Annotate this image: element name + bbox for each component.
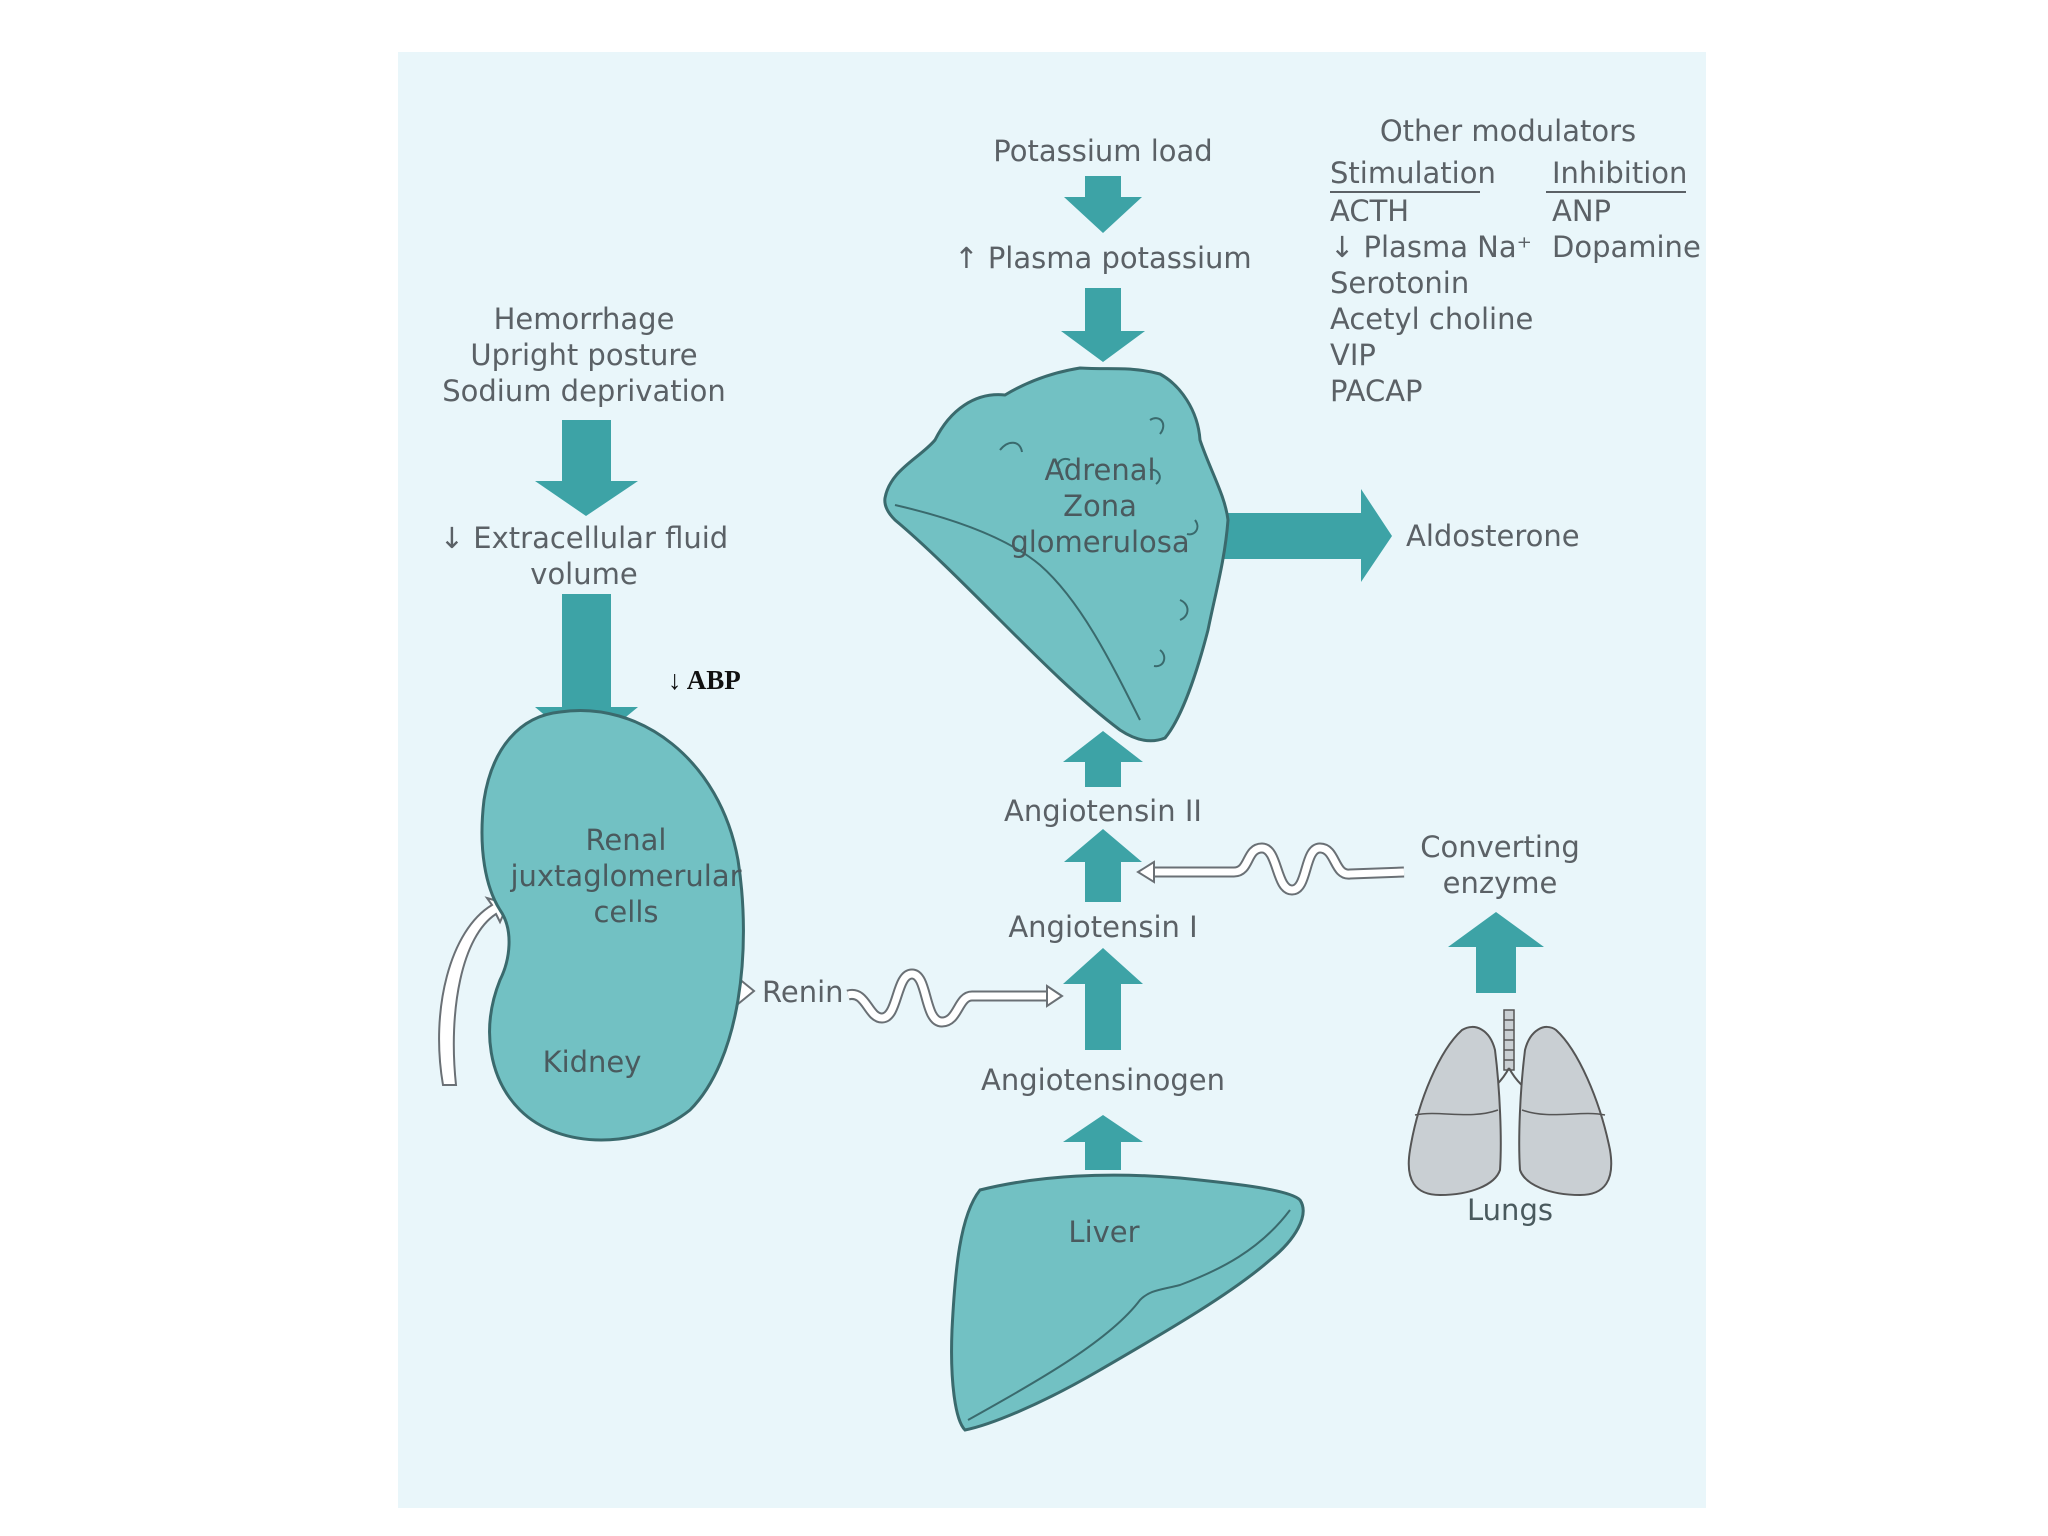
- aldosterone-label: Aldosterone: [1406, 519, 1580, 553]
- renin-label: Renin: [762, 975, 844, 1009]
- adrenal-label-line2: Zona: [1063, 489, 1137, 523]
- stimulus-hemorrhage: Hemorrhage: [494, 302, 675, 336]
- plasma-potassium-label: ↑ Plasma potassium: [954, 241, 1251, 275]
- arrow-angiotensin-i: [1064, 829, 1142, 902]
- kidney-label: Kidney: [543, 1045, 642, 1079]
- angiotensinogen-label: Angiotensinogen: [981, 1063, 1225, 1097]
- stim-item: PACAP: [1330, 374, 1423, 408]
- modulators-title: Other modulators: [1380, 114, 1636, 148]
- converting-enzyme-squiggle: [1150, 842, 1405, 896]
- renin-arrowhead: [1046, 984, 1064, 1008]
- converting-enzyme-arrowhead: [1136, 860, 1155, 884]
- renin-squiggle: [846, 968, 1050, 1028]
- renal-label-line3: cells: [593, 895, 658, 929]
- stim-item: VIP: [1330, 338, 1376, 372]
- inhib-item: ANP: [1552, 194, 1611, 228]
- arrow-angiotensin-ii: [1063, 731, 1143, 787]
- angiotensin-i-label: Angiotensin I: [1008, 910, 1197, 944]
- liver-label: Liver: [1068, 1215, 1139, 1249]
- stim-item: Acetyl choline: [1330, 302, 1533, 336]
- angiotensin-ii-label: Angiotensin II: [1004, 794, 1202, 828]
- arrow-angiotensinogen: [1063, 948, 1143, 1050]
- abp-label: ↓ ABP: [668, 665, 741, 695]
- inhibition-header: Inhibition: [1552, 156, 1687, 190]
- adrenal-gland: Adrenal Zona glomerulosa: [883, 366, 1230, 743]
- arrow-plasma-potassium: [1061, 288, 1145, 362]
- stimulus-upright-posture: Upright posture: [470, 338, 697, 372]
- ecf-label-line1: ↓ Extracellular fluid: [440, 521, 728, 555]
- lungs-label: Lungs: [1467, 1193, 1553, 1227]
- arrow-stimuli: [535, 420, 638, 516]
- stim-item: ACTH: [1330, 194, 1409, 228]
- liver: Liver: [950, 1173, 1305, 1432]
- stimulus-sodium-deprivation: Sodium deprivation: [442, 374, 726, 408]
- potassium-load-label: Potassium load: [993, 134, 1212, 168]
- converting-enzyme-line1: Converting: [1420, 830, 1580, 864]
- adrenal-label-line3: glomerulosa: [1010, 525, 1189, 559]
- lungs: Lungs: [1407, 1009, 1613, 1227]
- stim-item: ↓ Plasma Na⁺: [1330, 230, 1532, 264]
- adrenal-label-line1: Adrenal: [1044, 453, 1155, 487]
- converting-enzyme-line2: enzyme: [1443, 866, 1558, 900]
- flow-arrows: [535, 176, 1544, 1170]
- arrow-potassium-load: [1064, 176, 1142, 233]
- stim-item: Serotonin: [1330, 266, 1469, 300]
- renal-label-line2: juxtaglomerular: [509, 859, 741, 893]
- arrow-liver: [1063, 1115, 1143, 1170]
- ecf-label-line2: volume: [530, 557, 637, 591]
- arrow-lungs: [1448, 912, 1544, 993]
- inhib-item: Dopamine: [1552, 230, 1701, 264]
- renal-label-line1: Renal: [586, 823, 667, 857]
- stimulation-header: Stimulation: [1330, 156, 1496, 190]
- arrow-aldosterone: [1203, 489, 1392, 582]
- kidney: Renal juxtaglomerular cells Kidney: [480, 709, 745, 1142]
